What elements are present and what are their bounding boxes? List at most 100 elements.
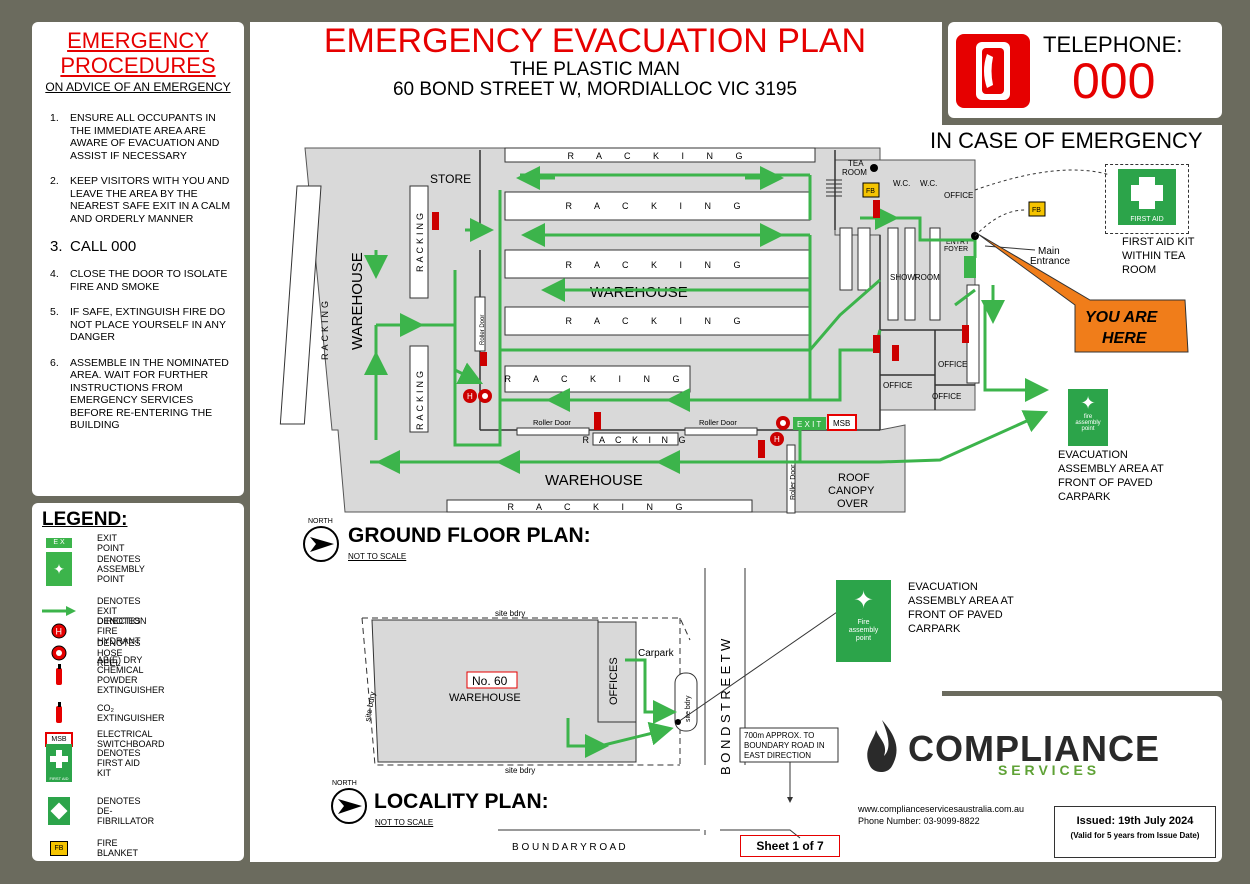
legend-item: FB FIRE BLANKET — [42, 838, 138, 858]
procedure-item: 2.KEEP VISITORS WITH YOU AND LEAVE THE A… — [50, 175, 236, 225]
svg-text:B O N D S T R E E T W: B O N D S T R E E T W — [718, 638, 733, 775]
issued-date: Issued: 19th July 2024 — [1076, 815, 1194, 827]
legend-label: FIRE BLANKET — [97, 838, 139, 858]
racking-store-label: RACKING — [415, 210, 425, 272]
roller-door-4 — [474, 296, 486, 352]
plan-header: EMERGENCY EVACUATION PLAN THE PLASTIC MA… — [250, 22, 940, 101]
first-aid-callout: FIRST AID — [1105, 164, 1189, 234]
brand-tagline: S E R V I C E S — [998, 762, 1097, 778]
procedure-number: 4. — [50, 268, 59, 280]
showroom-label: SHOWROOM — [890, 273, 940, 282]
roller-door-label-3: Roller Door — [790, 464, 797, 500]
legend-item: DENOTES DE-FIBRILLATOR — [42, 796, 154, 826]
svg-text:site bdry: site bdry — [685, 695, 692, 722]
legend-label: DENOTES EXIT DIRECTION — [97, 596, 147, 626]
procedure-text: CLOSE THE DOOR TO ISOLATE FIRE AND SMOKE — [70, 268, 228, 293]
showroom-rack-c — [929, 227, 941, 321]
racking-bottom-mid-label: R A C K I N G — [582, 435, 689, 445]
assembly-point-icon: ✦ — [42, 552, 76, 586]
procedures-title-line2: PROCEDURES — [60, 53, 216, 78]
main-entrance-exit-sign — [964, 256, 976, 278]
procedure-number: 3. — [50, 238, 63, 255]
procedure-number: 2. — [50, 175, 59, 187]
office-label-bottom: OFFICE — [932, 392, 961, 401]
brand-website[interactable]: www.complianceservicesaustralia.com.au — [858, 804, 1025, 814]
racking-1-label: R A C K I N G — [565, 201, 750, 211]
racking-store — [409, 185, 429, 299]
procedure-text: CALL 000 — [70, 238, 137, 255]
warehouse-label-left: WAREHOUSE — [349, 252, 366, 350]
roller-door-label-4: Roller Door — [480, 315, 486, 345]
locality-plan: No. 60 WAREHOUSE OFFICES Carpark site bd… — [361, 568, 841, 853]
exit-arrow-icon — [42, 606, 76, 616]
store-label: STORE — [430, 172, 471, 186]
svg-text:E X I T: E X I T — [797, 420, 821, 429]
plan-title: EMERGENCY EVACUATION PLAN — [323, 22, 867, 60]
exit-routes — [364, 166, 1049, 474]
racking-lower-left — [409, 345, 429, 433]
brand-phone: Phone Number: 03-9099-8822 — [858, 816, 980, 826]
procedure-number: 5. — [50, 306, 59, 318]
north-arrow-locality: NORTH — [330, 780, 368, 830]
legend-item: CO₂ EXTINGUISHER — [42, 702, 165, 724]
first-aid-icon: FIRST AID — [42, 744, 76, 782]
roller-door-label-2: Roller Door — [699, 418, 737, 427]
svg-text:Carpark: Carpark — [638, 648, 675, 659]
racking-left-label: RACKING — [320, 298, 330, 360]
office-rack-d — [839, 227, 853, 291]
legend-label: DENOTES HOSE REEL — [97, 638, 141, 668]
co2-extinguisher-icon — [42, 702, 76, 724]
dry-chemical-extinguisher-icon — [42, 664, 76, 686]
svg-text:FB: FB — [1032, 207, 1041, 214]
first-aid-note: FIRST AID KIT WITHIN TEA ROOM — [1122, 236, 1195, 276]
roller-door-1 — [516, 427, 590, 436]
legend-label: DENOTES FIRST AID KIT — [97, 748, 141, 778]
site-building — [371, 619, 637, 763]
brand-name: COMPLIANCE — [908, 728, 1160, 769]
locality-scale: NOT TO SCALE — [375, 818, 434, 827]
fire-hydrant-icon: H — [42, 623, 76, 639]
racking-top-label: R A C K I N G — [567, 151, 752, 161]
legend-item: FIRST AID DENOTES FIRST AID KIT — [42, 744, 141, 782]
company-name: THE PLASTIC MAN — [510, 59, 680, 80]
offices-block — [597, 621, 637, 723]
legend-label: AB(E) DRY CHEMICAL POWDER EXTINGUISHER — [97, 655, 165, 695]
svg-text:H: H — [467, 392, 473, 401]
racking-3-label: R A C K I N G — [565, 316, 750, 326]
showroom-rack-b — [904, 227, 916, 321]
issue-box: Issued: 19th July 2024 (Valid for 5 year… — [1054, 806, 1216, 858]
procedure-item: 6.ASSEMBLE IN THE NOMINATED AREA. WAIT F… — [50, 357, 236, 432]
telephone-label: TELEPHONE: — [1043, 32, 1183, 57]
racking-left — [279, 185, 322, 425]
ground-floor-scale: NOT TO SCALE — [348, 552, 407, 561]
procedure-item: 5.IF SAFE, EXTINGUISH FIRE DO NOT PLACE … — [50, 306, 236, 344]
racking-bottom — [446, 499, 753, 513]
procedure-number: 6. — [50, 356, 59, 369]
procedure-item: 4. CLOSE THE DOOR TO ISOLATE FIRE AND SMO… — [50, 268, 236, 293]
racking-bottom-mid — [592, 432, 679, 446]
warehouse-label-center: WAREHOUSE — [590, 284, 688, 301]
brand-panel: COMPLIANCE S E R V I C E S www.complianc… — [848, 696, 1222, 862]
svg-text:WAREHOUSE: WAREHOUSE — [449, 692, 521, 704]
racking-2-label: R A C K I N G — [565, 260, 750, 270]
legend-item: DENOTES EXIT DIRECTION — [42, 596, 147, 626]
roller-door-2 — [684, 427, 758, 436]
legend-label: CO₂ EXTINGUISHER — [97, 703, 165, 723]
telephone-number: 000 — [1072, 53, 1156, 109]
legend-item: DENOTES HOSE REEL — [42, 638, 141, 668]
north-arrow-ground: NORTH — [302, 518, 340, 568]
defibrillator-icon — [42, 797, 76, 825]
svg-text:site bdry: site bdry — [505, 766, 535, 775]
svg-text:OFFICES: OFFICES — [608, 657, 620, 705]
assembly-point-icon: ✦ fire assembly point — [1068, 389, 1108, 446]
in-case-of-emergency: IN CASE OF EMERGENCY — [930, 128, 1203, 153]
svg-text:No. 60: No. 60 — [472, 674, 508, 688]
legend-label: DENOTES FIRE HYDRANT — [97, 616, 141, 646]
fire-blanket-icon: FB — [42, 840, 76, 856]
racking-2 — [504, 249, 811, 279]
